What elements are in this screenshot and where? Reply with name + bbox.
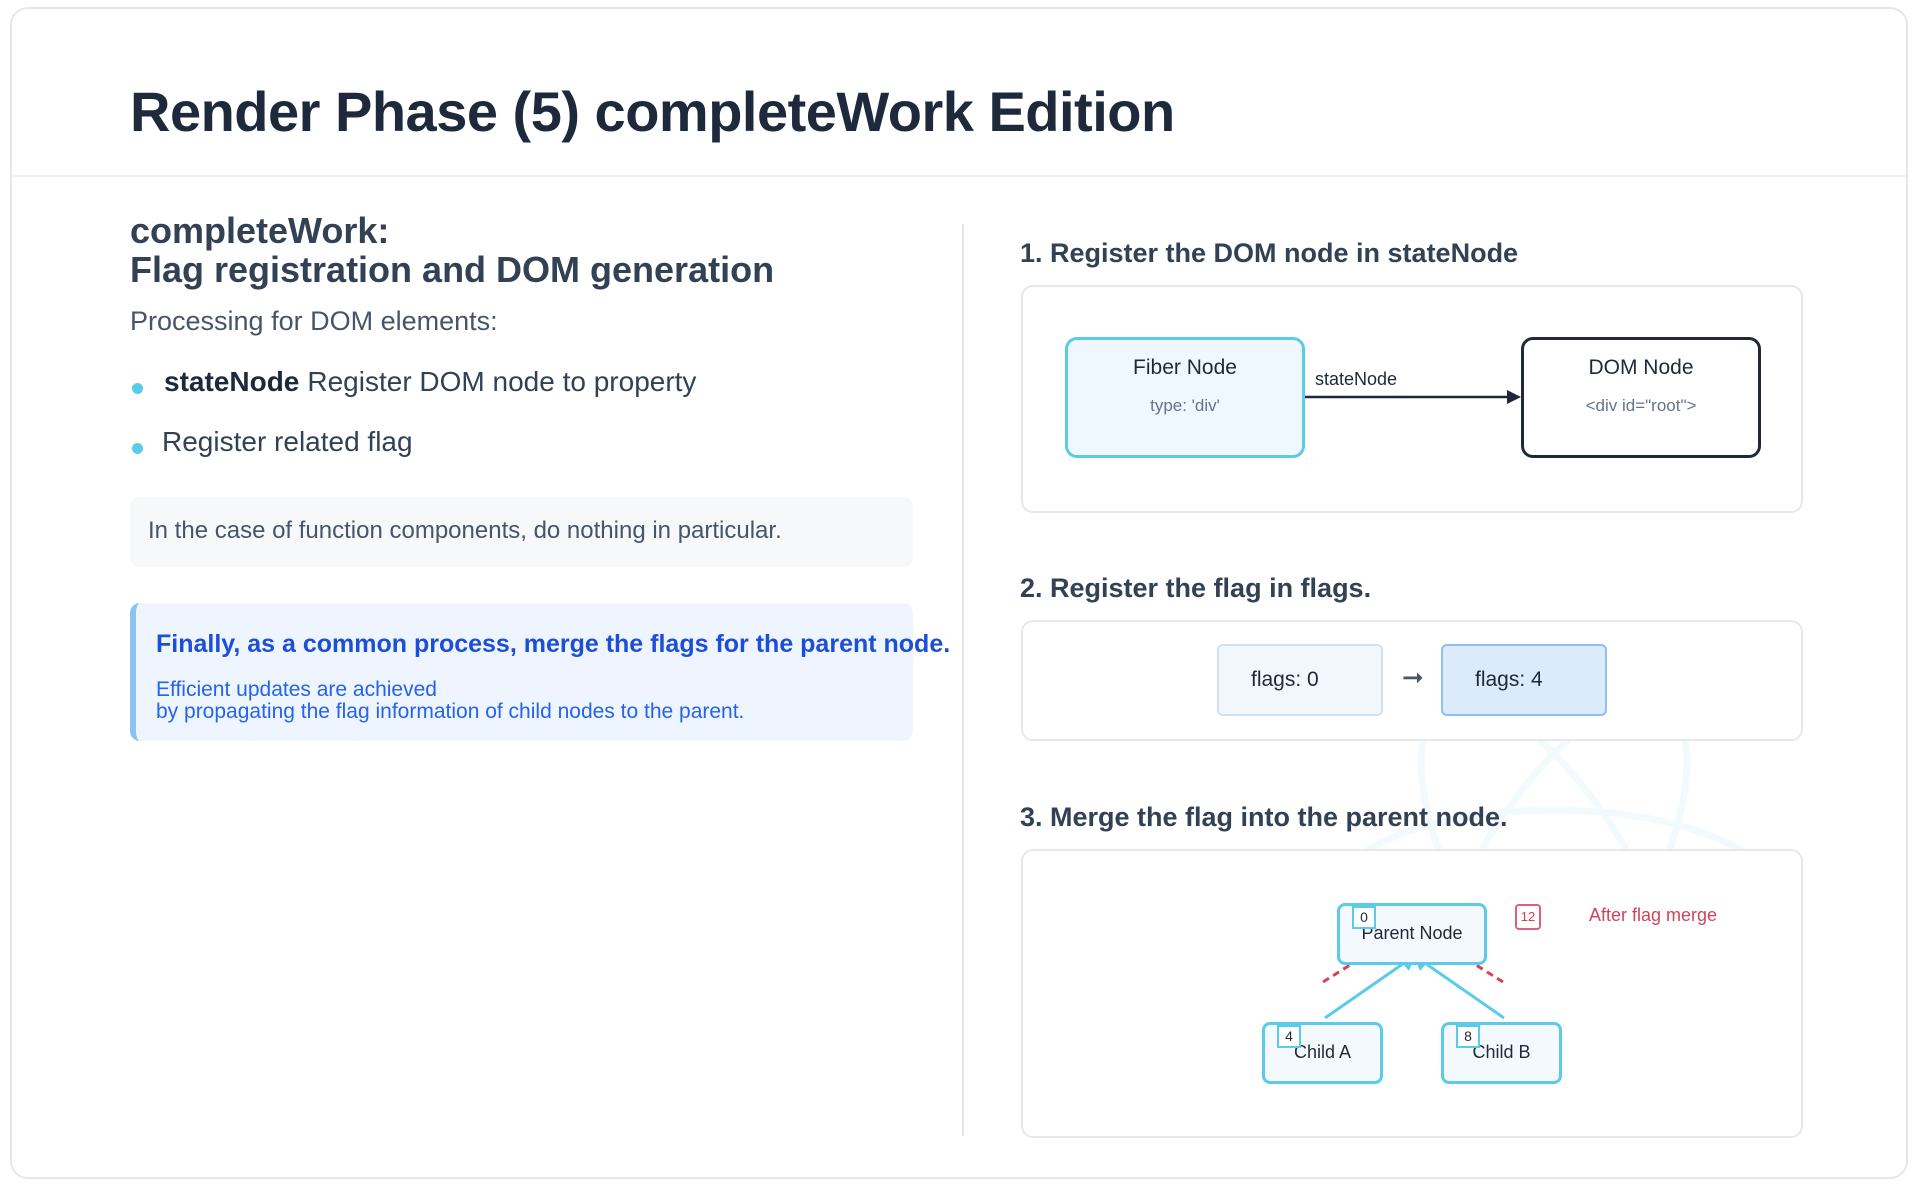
header-divider: [12, 175, 1906, 177]
bullet-keyword: stateNode: [164, 366, 300, 397]
statenode-arrow-label: stateNode: [1315, 369, 1398, 389]
child-a-label: Child A: [1293, 1042, 1352, 1062]
section-heading: completeWork: Flag registration and DOM …: [130, 211, 774, 289]
bullet-dot-icon: [132, 443, 143, 454]
step2-title: 2. Register the flag in flags.: [1020, 573, 1372, 603]
child-b-node: Child B 8: [1441, 1022, 1562, 1084]
statenode-arrow: [1305, 390, 1521, 404]
merge-info-callout: Finally, as a common process, merge the …: [130, 603, 950, 741]
parent-node-flag: 0: [1352, 906, 1376, 929]
step1-panel: Fiber Node type: 'div' stateNode DOM Nod…: [1021, 285, 1803, 513]
info-body-line2: by propagating the flag information of c…: [156, 700, 745, 723]
page-title: Render Phase (5) completeWork Edition: [130, 80, 1175, 143]
step3-title: 3. Merge the flag into the parent node.: [1020, 802, 1508, 832]
info-heading: Finally, as a common process, merge the …: [156, 630, 951, 658]
flag-merge-arrows: [1322, 951, 1505, 1020]
dom-node-title: DOM Node: [1588, 356, 1694, 379]
dom-node-element: <div id="root">: [1585, 396, 1697, 415]
bullet-dot-icon: [132, 383, 143, 394]
child-b-flag: 8: [1456, 1025, 1480, 1048]
parent-node: Parent Node 0: [1337, 903, 1487, 965]
merged-flag-label: After flag merge: [1589, 905, 1718, 925]
step3-panel: Parent Node 0 Child A 4 Child B 8 12 Aft…: [1021, 849, 1803, 1138]
child-a-flag: 4: [1277, 1025, 1301, 1048]
dom-node: DOM Node <div id="root">: [1521, 337, 1761, 458]
section-heading-line1: completeWork:: [130, 210, 390, 251]
step2-panel: flags: 0 ➞ flags: 4: [1021, 620, 1803, 741]
slide: Render Phase (5) completeWork Edition co…: [10, 7, 1908, 1179]
flags-after-box: flags: 4: [1441, 644, 1607, 716]
fiber-node: Fiber Node type: 'div': [1065, 337, 1305, 458]
column-divider: [962, 224, 964, 1136]
flags-before-box: flags: 0: [1217, 644, 1383, 716]
step1-title: 1. Register the DOM node in stateNode: [1020, 238, 1519, 268]
right-arrow-icon: ➞: [1402, 662, 1424, 692]
function-component-note: In the case of function components, do n…: [130, 497, 913, 567]
child-a-node: Child A 4: [1262, 1022, 1383, 1084]
info-body: Efficient updates are achieved by propag…: [156, 679, 744, 723]
fiber-node-type: type: 'div': [1150, 396, 1220, 415]
fiber-node-title: Fiber Node: [1133, 356, 1237, 379]
merged-flag-badge: 12: [1515, 904, 1541, 930]
bullet-description: Register DOM node to property: [307, 366, 697, 397]
child-b-label: Child B: [1472, 1042, 1531, 1062]
bullet-description: Register related flag: [162, 426, 413, 457]
intro-text: Processing for DOM elements:: [130, 306, 498, 336]
section-heading-line2: Flag registration and DOM generation: [130, 249, 775, 290]
info-body-line1: Efficient updates are achieved: [156, 678, 437, 701]
parent-node-label: Parent Node: [1361, 923, 1463, 943]
